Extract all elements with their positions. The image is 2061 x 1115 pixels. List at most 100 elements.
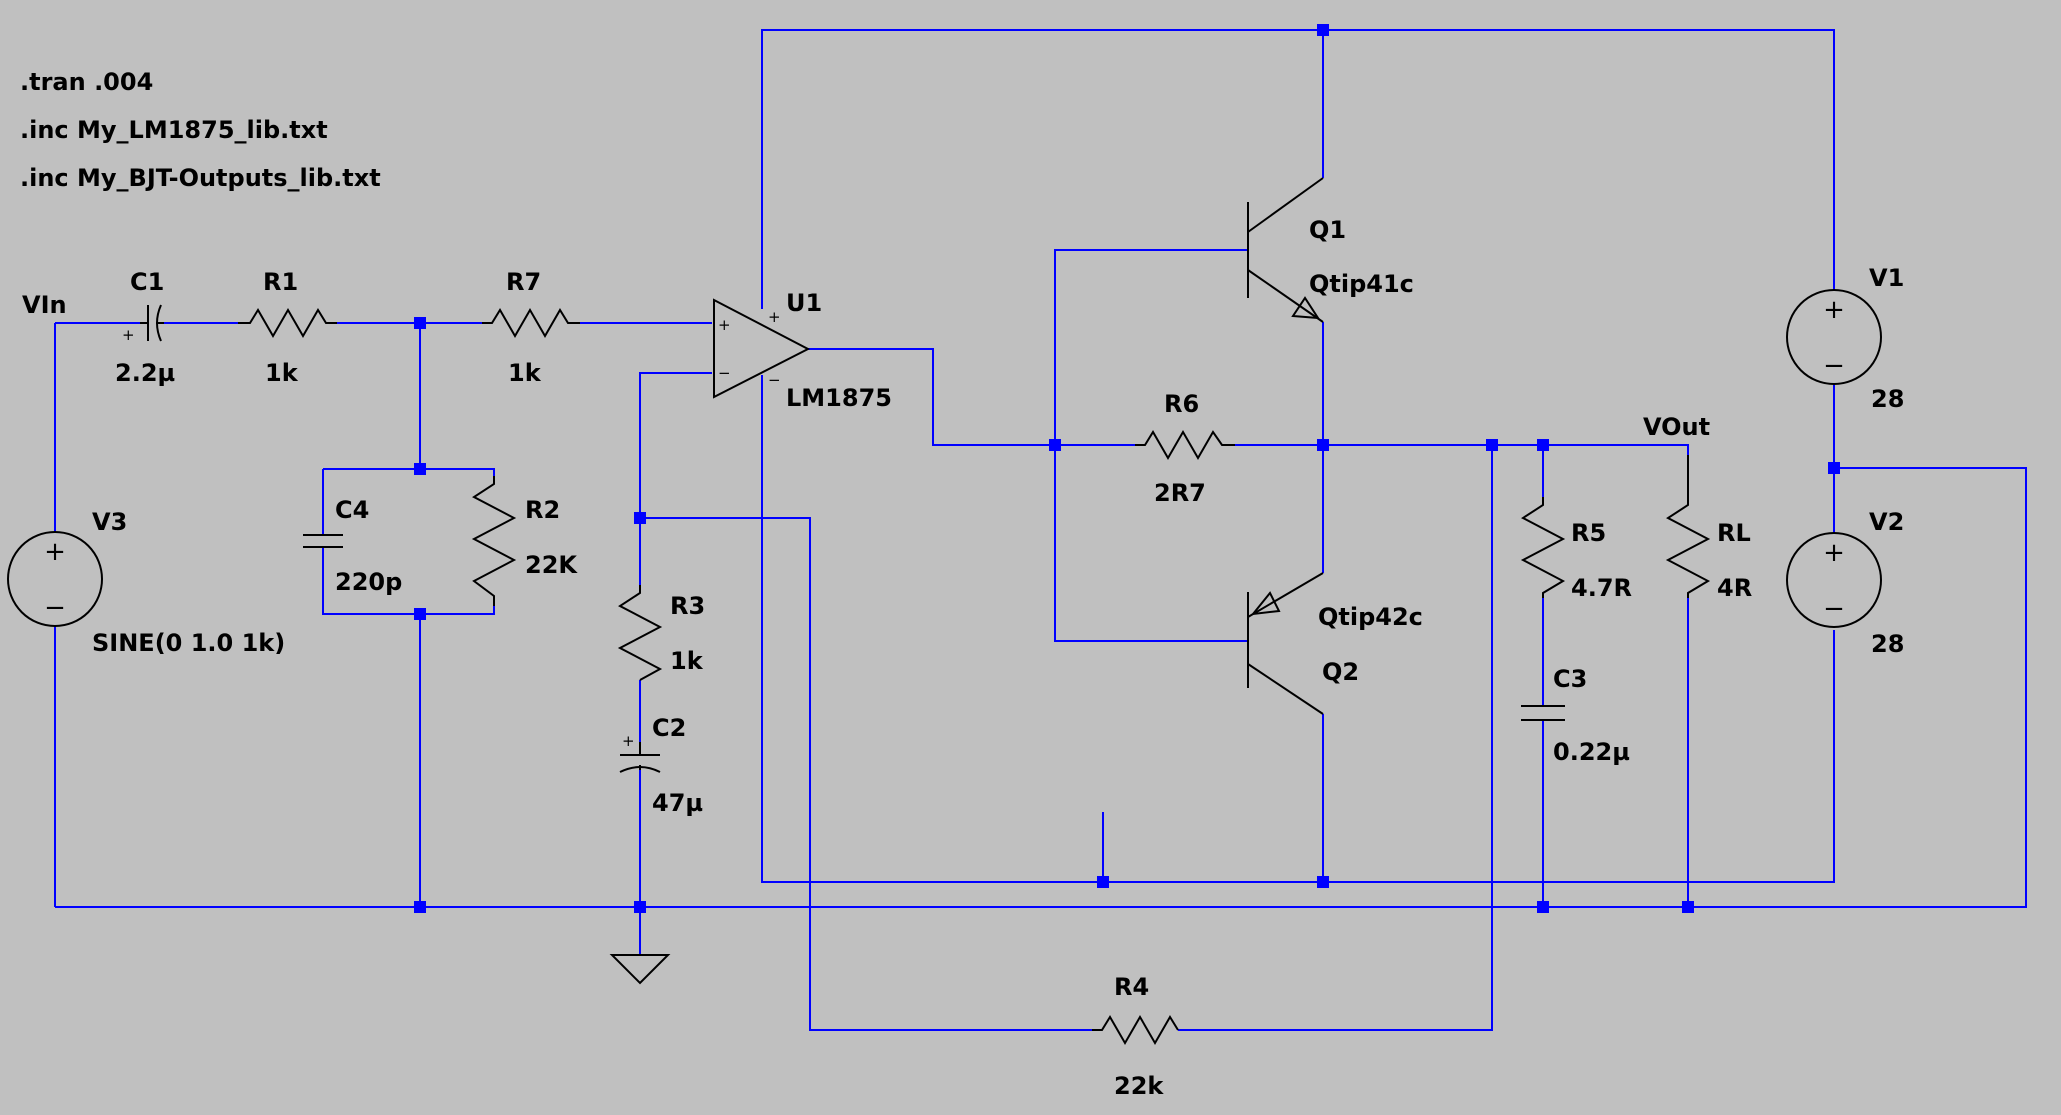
c2-ref-label: C2 <box>652 714 686 742</box>
wire-u1-vminus[interactable] <box>761 375 1835 883</box>
wire-q2-base[interactable] <box>1054 445 1248 642</box>
capacitor-c4[interactable] <box>303 534 343 548</box>
net-label-vin[interactable]: VIn <box>22 291 67 319</box>
junction-dot <box>414 901 426 913</box>
v2-minus-mark: − <box>1823 594 1845 624</box>
junction-dot <box>414 463 426 475</box>
r1-ref-label: R1 <box>263 268 298 296</box>
wire-r4-out[interactable] <box>1178 445 1493 1031</box>
r4-ref-label: R4 <box>1114 973 1149 1001</box>
r7-ref-label: R7 <box>506 268 541 296</box>
q1-value-label: Qtip41c <box>1309 270 1414 298</box>
spice-directive-inc-lm1875[interactable]: .inc My_LM1875_lib.txt <box>20 116 328 144</box>
opamp-u1[interactable]: + − + − <box>713 298 811 399</box>
wire-ground-rail[interactable] <box>55 467 2027 908</box>
wire-c4r2-top[interactable] <box>323 468 495 476</box>
r7-value-label: 1k <box>508 359 542 387</box>
wire-q1-base[interactable] <box>1054 249 1248 445</box>
c1-plus-mark: + <box>122 326 135 344</box>
labels: .tran .004 .inc My_LM1875_lib.txt .inc M… <box>20 68 1904 1100</box>
resistor-r6[interactable] <box>1135 429 1235 461</box>
u1-vminus-mark: − <box>768 371 781 389</box>
junction-dot <box>1317 439 1329 451</box>
q1-ref-label: Q1 <box>1309 216 1346 244</box>
q2-value-label: Qtip42c <box>1318 603 1423 631</box>
voltage-source-v3[interactable]: + − <box>7 531 103 627</box>
v3-value-label: SINE(0 1.0 1k) <box>92 629 285 657</box>
u1-vplus-mark: + <box>768 308 781 326</box>
junction-dot <box>414 608 426 620</box>
junction-dot <box>1682 901 1694 913</box>
junction-dot <box>1828 462 1840 474</box>
v2-plus-mark: + <box>1823 538 1845 568</box>
r2-ref-label: R2 <box>525 496 560 524</box>
c2-value-label: 47µ <box>652 789 703 817</box>
junction-dot <box>1537 901 1549 913</box>
r4-value-label: 22k <box>1114 1072 1164 1100</box>
r5-ref-label: R5 <box>1571 519 1606 547</box>
capacitor-c1[interactable]: + <box>122 304 164 344</box>
c1-ref-label: C1 <box>130 268 164 296</box>
q2-ref-label: Q2 <box>1322 658 1359 686</box>
resistor-r5[interactable] <box>1520 497 1566 598</box>
junctions <box>414 24 1840 913</box>
net-label-vout[interactable]: VOut <box>1643 413 1710 441</box>
v3-ref-label: V3 <box>92 508 127 536</box>
resistor-r3[interactable] <box>617 585 663 681</box>
spice-directive-inc-bjt[interactable]: .inc My_BJT-Outputs_lib.txt <box>20 164 381 192</box>
c4-value-label: 220p <box>335 568 402 596</box>
v1-value-label: 28 <box>1871 385 1904 413</box>
junction-dot <box>1097 876 1109 888</box>
wire-r6-right[interactable] <box>1235 444 1689 455</box>
v1-plus-mark: + <box>1823 295 1845 325</box>
c4-ref-label: C4 <box>335 496 369 524</box>
r1-value-label: 1k <box>265 359 299 387</box>
junction-dot <box>1049 439 1061 451</box>
ground-symbol <box>609 954 671 985</box>
resistor-r7[interactable] <box>482 307 580 339</box>
c3-ref-label: C3 <box>1553 665 1587 693</box>
rl-value-label: 4R <box>1717 574 1752 602</box>
r2-value-label: 22K <box>525 551 578 579</box>
junction-dot <box>634 512 646 524</box>
v3-plus-mark: + <box>44 537 66 567</box>
resistor-r1[interactable] <box>238 307 337 339</box>
wire-u1-out[interactable] <box>808 348 1055 446</box>
v1-minus-mark: − <box>1823 351 1845 381</box>
wire-r3-node[interactable] <box>640 517 1092 1031</box>
v1-ref-label: V1 <box>1869 264 1904 292</box>
spice-directive-tran[interactable]: .tran .004 <box>20 68 153 96</box>
u1-ref-label: U1 <box>786 289 822 317</box>
voltage-source-v2[interactable]: + − <box>1786 532 1882 628</box>
u1-value-label: LM1875 <box>786 384 892 412</box>
junction-dot <box>1317 24 1329 36</box>
r6-ref-label: R6 <box>1164 390 1199 418</box>
rl-ref-label: RL <box>1717 519 1751 547</box>
resistor-r4[interactable] <box>1092 1014 1179 1046</box>
junction-dot <box>1537 439 1549 451</box>
wire-u1-vplus[interactable] <box>761 29 1835 309</box>
v2-ref-label: V2 <box>1869 508 1904 536</box>
r3-value-label: 1k <box>670 647 704 675</box>
c3-value-label: 0.22µ <box>1553 738 1630 766</box>
resistor-r2[interactable] <box>471 476 517 606</box>
transistor-q2[interactable] <box>1247 572 1324 715</box>
capacitor-c2[interactable]: + <box>619 732 661 773</box>
transistor-q1[interactable] <box>1247 177 1324 323</box>
junction-dot <box>1486 439 1498 451</box>
r3-ref-label: R3 <box>670 592 705 620</box>
capacitor-c3[interactable] <box>1521 705 1565 721</box>
wires <box>54 29 2027 1031</box>
resistor-rl[interactable] <box>1665 455 1711 598</box>
v3-minus-mark: − <box>44 593 66 623</box>
wire-c4-bottom[interactable] <box>322 547 495 615</box>
wire-u1-inv[interactable] <box>639 372 712 585</box>
c2-plus-mark: + <box>622 732 635 750</box>
junction-dot <box>1317 876 1329 888</box>
junction-dot <box>634 901 646 913</box>
v2-value-label: 28 <box>1871 630 1904 658</box>
r6-value-label: 2R7 <box>1154 479 1206 507</box>
voltage-source-v1[interactable]: + − <box>1786 289 1882 385</box>
r5-value-label: 4.7R <box>1571 574 1632 602</box>
